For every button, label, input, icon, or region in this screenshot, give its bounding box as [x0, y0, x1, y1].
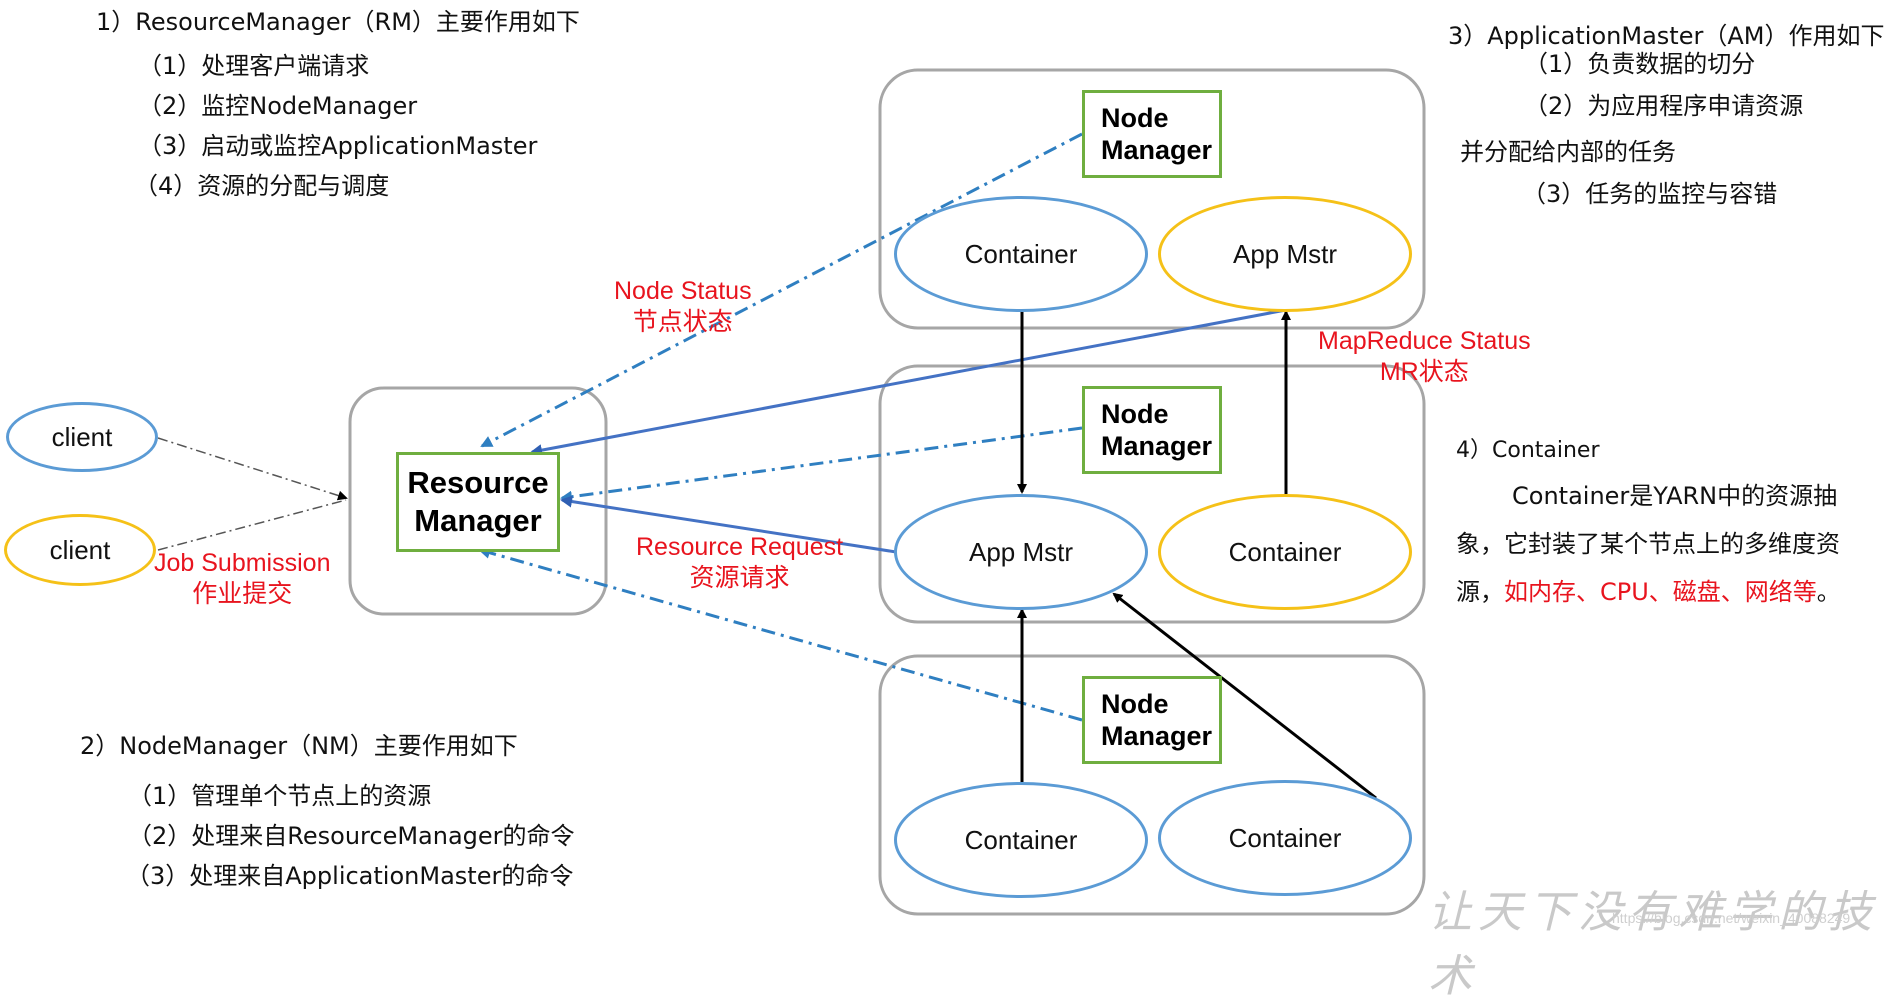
resource-request-line: [560, 495, 897, 554]
container-middle-right: Container: [1158, 494, 1412, 610]
node-status-line-top: [480, 132, 1083, 448]
app-master-middle: App Mstr: [894, 494, 1148, 610]
node-status-label: Node Status 节点状态: [614, 276, 752, 338]
container-bottom-left: Container: [894, 782, 1148, 898]
container-top-left: Container: [894, 196, 1148, 312]
resource-request-en: Resource Request: [636, 533, 844, 561]
node-status-line-middle: [560, 426, 1083, 503]
nm-item-2: （2）处理来自ResourceManager的命令: [128, 822, 575, 850]
resource-request-cn: 资源请求: [689, 564, 790, 592]
container-body-end: 。: [1816, 578, 1841, 606]
rm-item-2: （2）监控NodeManager: [138, 92, 418, 120]
node-status-en: Node Status: [614, 277, 752, 305]
client-1: client: [6, 402, 158, 472]
app-master-top: App Mstr: [1158, 196, 1412, 312]
resource-manager-box: Resource Manager: [396, 452, 560, 552]
job-submission-cn: 作业提交: [192, 580, 293, 608]
client1-to-rm-line: [157, 437, 348, 501]
client2-to-rm-line: [157, 499, 347, 551]
container-section-heading: 4）Container: [1456, 438, 1600, 463]
rm-item-1: （1）处理客户端请求: [138, 52, 370, 80]
container-bottom-right: Container: [1158, 780, 1412, 896]
job-submission-label: Job Submission 作业提交: [154, 548, 330, 610]
resource-request-label: Resource Request 资源请求: [636, 532, 843, 594]
node-status-cn: 节点状态: [632, 308, 733, 336]
am-section-heading: 3）ApplicationMaster（AM）作用如下: [1448, 22, 1885, 50]
node-status-line-bottom: [478, 546, 1083, 722]
mr-status-to-rm-line: [530, 308, 1287, 457]
container-body-plain: Container是YARN中的资源抽象，它封装了某个节点上的多维度资源，: [1456, 482, 1840, 606]
mapreduce-status-en: MapReduce Status: [1318, 327, 1531, 355]
bottom-container2-to-appmstr: [1112, 592, 1377, 800]
rm-item-3: （3）启动或监控ApplicationMaster: [138, 132, 538, 160]
job-submission-en: Job Submission: [154, 549, 331, 577]
mapreduce-status-label: MapReduce Status MR状态: [1318, 326, 1531, 388]
client-2: client: [4, 514, 156, 586]
am-item-2: （2）为应用程序申请资源: [1524, 92, 1804, 120]
mapreduce-status-cn: MR状态: [1379, 358, 1469, 386]
am-item-2-cont: 并分配给内部的任务: [1460, 138, 1676, 166]
watermark-slogan: 让天下没有难学的技术: [1428, 887, 1878, 1002]
node-manager-top: Node Manager: [1082, 90, 1222, 178]
container-body-red: 如内存、CPU、磁盘、网络等: [1504, 578, 1817, 606]
node-manager-middle: Node Manager: [1082, 386, 1222, 474]
node-manager-bottom: Node Manager: [1082, 676, 1222, 764]
nm-item-1: （1）管理单个节点上的资源: [128, 782, 432, 810]
rm-section-heading: 1）ResourceManager（RM）主要作用如下: [96, 8, 580, 36]
nm-section-heading: 2）NodeManager（NM）主要作用如下: [80, 732, 518, 760]
watermark-url: https://blog.csdn.net/weixin_40088249: [1612, 910, 1851, 926]
container-section-body: Container是YARN中的资源抽象，它封装了某个节点上的多维度资源，如内存…: [1456, 472, 1856, 616]
yarn-architecture-slide: 1）ResourceManager（RM）主要作用如下 （1）处理客户端请求 （…: [4, 8, 1885, 1002]
am-item-1: （1）负责数据的切分: [1524, 50, 1756, 78]
nm-item-3: （3）处理来自ApplicationMaster的命令: [126, 862, 574, 890]
am-item-3: （3）任务的监控与容错: [1522, 180, 1778, 208]
rm-item-4: （4）资源的分配与调度: [134, 172, 390, 200]
